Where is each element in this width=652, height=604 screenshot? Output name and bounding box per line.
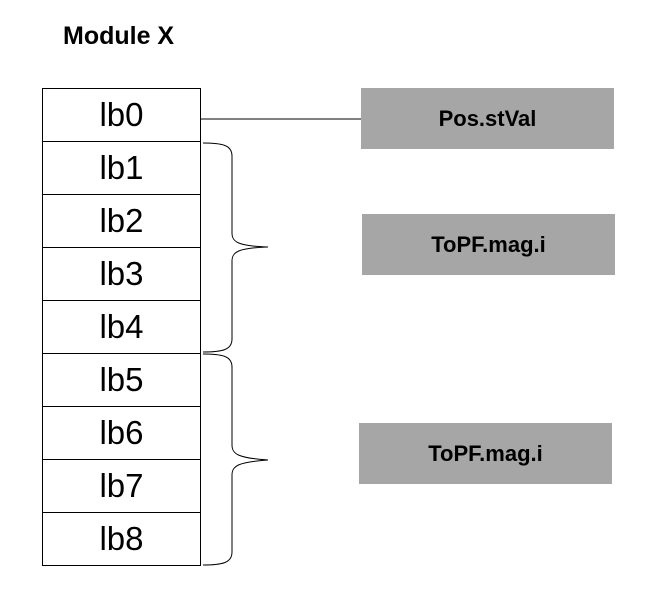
brace-lb5-lb8	[202, 353, 269, 566]
module-title: Module X	[63, 22, 175, 50]
register-cell-lb2: lb2	[43, 195, 200, 248]
field-box-topf-mag-i-1: ToPF.mag.i	[362, 214, 615, 275]
register-cell-lb4: lb4	[43, 301, 200, 354]
register-cell-lb0: lb0	[43, 89, 200, 142]
register-cell-lb3: lb3	[43, 248, 200, 301]
register-table: lb0 lb1 lb2 lb3 lb4 lb5 lb6 lb7 lb8	[42, 88, 201, 566]
brace-lb1-lb4	[202, 142, 269, 353]
field-box-topf-mag-i-2: ToPF.mag.i	[359, 423, 612, 484]
register-cell-lb1: lb1	[43, 142, 200, 195]
register-cell-lb7: lb7	[43, 460, 200, 513]
register-cell-lb8: lb8	[99, 520, 144, 557]
register-cell-lb5: lb5	[43, 354, 200, 407]
register-cell-lb6: lb6	[43, 407, 200, 460]
field-box-pos-stval: Pos.stVal	[361, 88, 614, 149]
